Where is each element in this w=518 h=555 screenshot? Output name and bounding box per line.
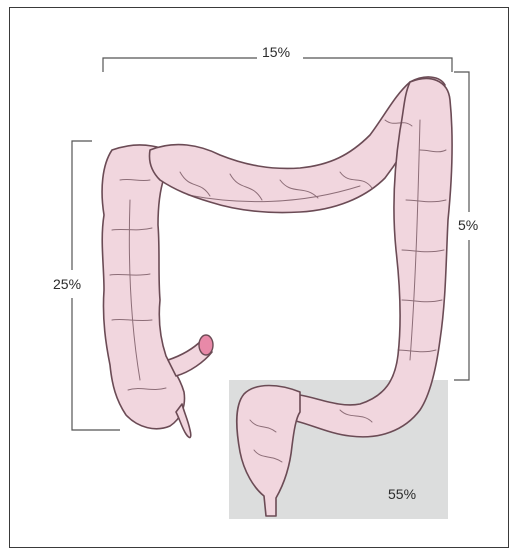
descending-percentage-label: 5% bbox=[456, 217, 480, 233]
appendix bbox=[176, 404, 191, 437]
ascending-percentage-label: 25% bbox=[51, 276, 83, 292]
sigmoid-rectum-percentage-label: 55% bbox=[386, 486, 418, 502]
transverse-percentage-label: 15% bbox=[260, 44, 292, 60]
ileum-lumen bbox=[199, 335, 213, 355]
bracket-top bbox=[103, 58, 452, 72]
